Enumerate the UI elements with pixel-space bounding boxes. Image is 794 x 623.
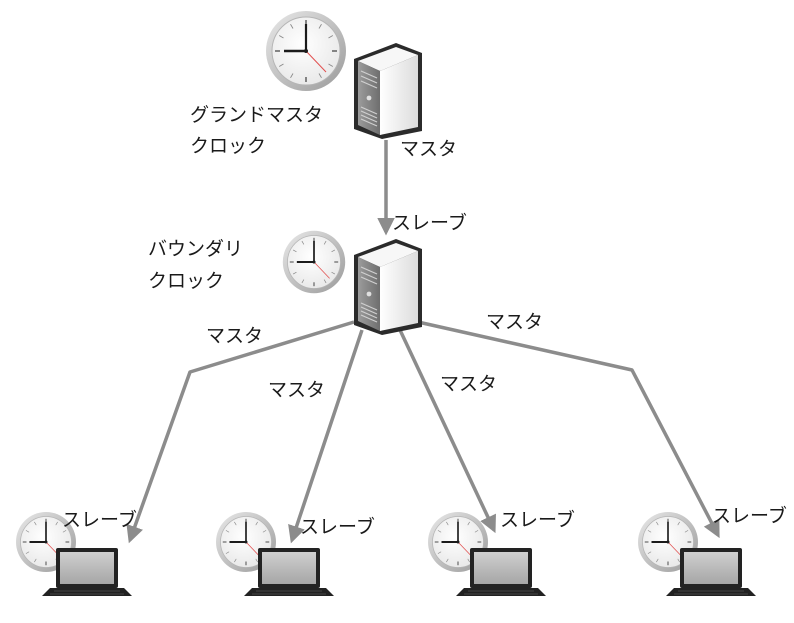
slave-label-1: スレーブ — [62, 509, 137, 531]
grandmaster-label-line1: グランドマスタ — [190, 104, 324, 126]
boundary-slave-label: スレーブ — [392, 212, 467, 234]
grandmaster-label-line2: クロック — [190, 135, 267, 157]
connectors — [126, 140, 720, 544]
slave-label-3: スレーブ — [500, 509, 575, 531]
boundary-label-line1: バウンダリ — [148, 238, 244, 260]
master-label-2: マスタ — [268, 379, 326, 401]
grandmaster-master-label: マスタ — [400, 138, 458, 160]
boundary-label-line2: クロック — [148, 270, 225, 292]
grandmaster-clock-icon — [264, 9, 348, 93]
slave-label-4: スレーブ — [712, 505, 787, 527]
master-label-1: マスタ — [206, 325, 264, 347]
link-boundary-to-laptop-2 — [288, 329, 364, 544]
boundary-clock-icon — [281, 229, 347, 295]
boundary-server-icon — [353, 238, 423, 336]
link-boundary-to-laptop-4 — [417, 320, 720, 539]
slave-label-2: スレーブ — [300, 516, 375, 538]
master-label-4: マスタ — [486, 311, 544, 333]
master-label-3: マスタ — [440, 373, 498, 395]
link-boundary-to-laptop-1 — [126, 320, 355, 544]
grandmaster-server-icon — [353, 42, 423, 140]
link-boundary-to-laptop-3 — [398, 329, 496, 534]
